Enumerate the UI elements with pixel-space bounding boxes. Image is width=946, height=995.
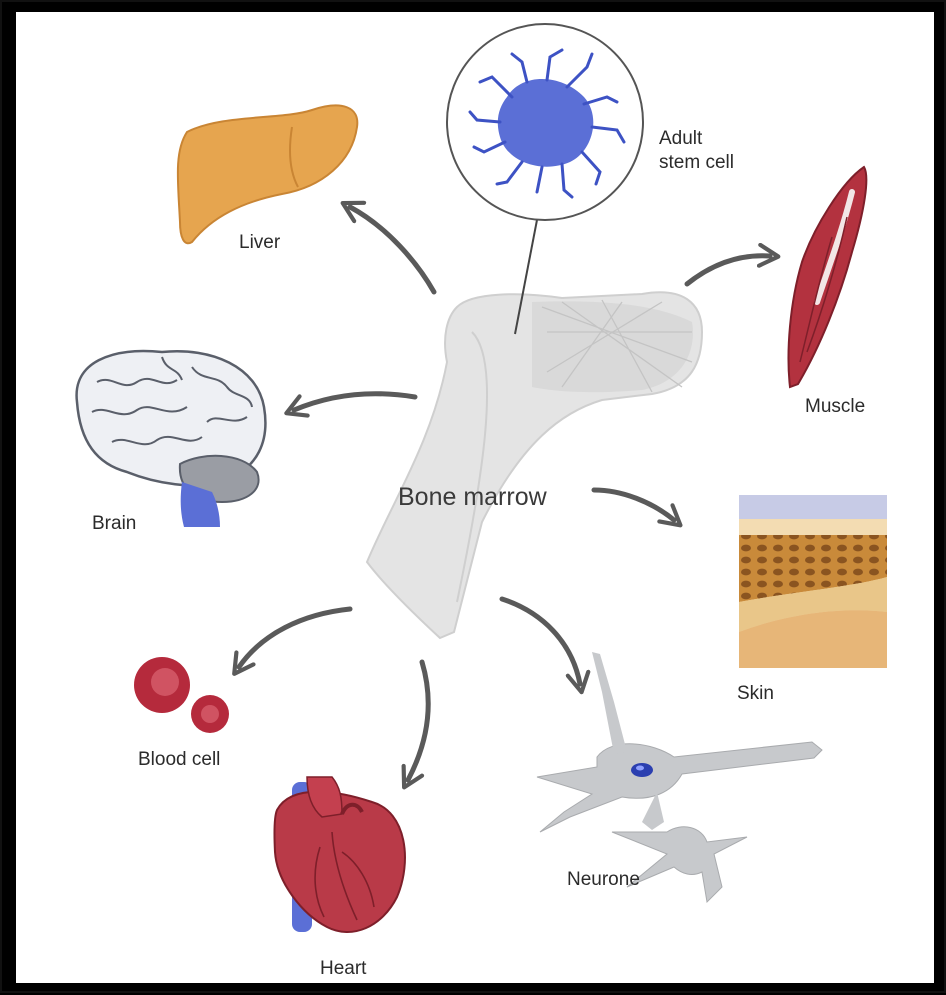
arrow-to-heart: [408, 662, 428, 780]
neurone-label: Neurone: [567, 868, 640, 892]
blood-cell-illustration: [134, 657, 229, 733]
arrow-to-neurone: [502, 599, 580, 684]
liver-illustration: [178, 105, 358, 243]
blood-cell-label: Blood cell: [138, 748, 220, 772]
arrow-to-liver: [350, 207, 434, 292]
muscle-label: Muscle: [805, 395, 865, 419]
liver-label: Liver: [239, 231, 280, 255]
arrow-to-skin: [594, 490, 674, 520]
skin-illustration: [739, 495, 887, 668]
stem-cell-label-line2: stem cell: [659, 151, 734, 175]
heart-illustration: [274, 777, 405, 932]
stem-cell-illustration: [447, 24, 643, 220]
arrow-to-blood-cell: [239, 609, 350, 667]
bone-marrow-label: Bone marrow: [398, 482, 547, 513]
bone-illustration: [367, 292, 702, 638]
brain-label: Brain: [92, 512, 136, 536]
heart-label: Heart: [320, 957, 366, 981]
brain-illustration: [77, 351, 266, 527]
muscle-illustration: [789, 167, 867, 387]
stem-cell-label-line1: Adult: [659, 127, 702, 151]
skin-label: Skin: [737, 682, 774, 706]
arrow-to-brain: [294, 394, 415, 410]
arrow-to-muscle: [687, 256, 770, 284]
neurone-illustration: [537, 652, 822, 902]
